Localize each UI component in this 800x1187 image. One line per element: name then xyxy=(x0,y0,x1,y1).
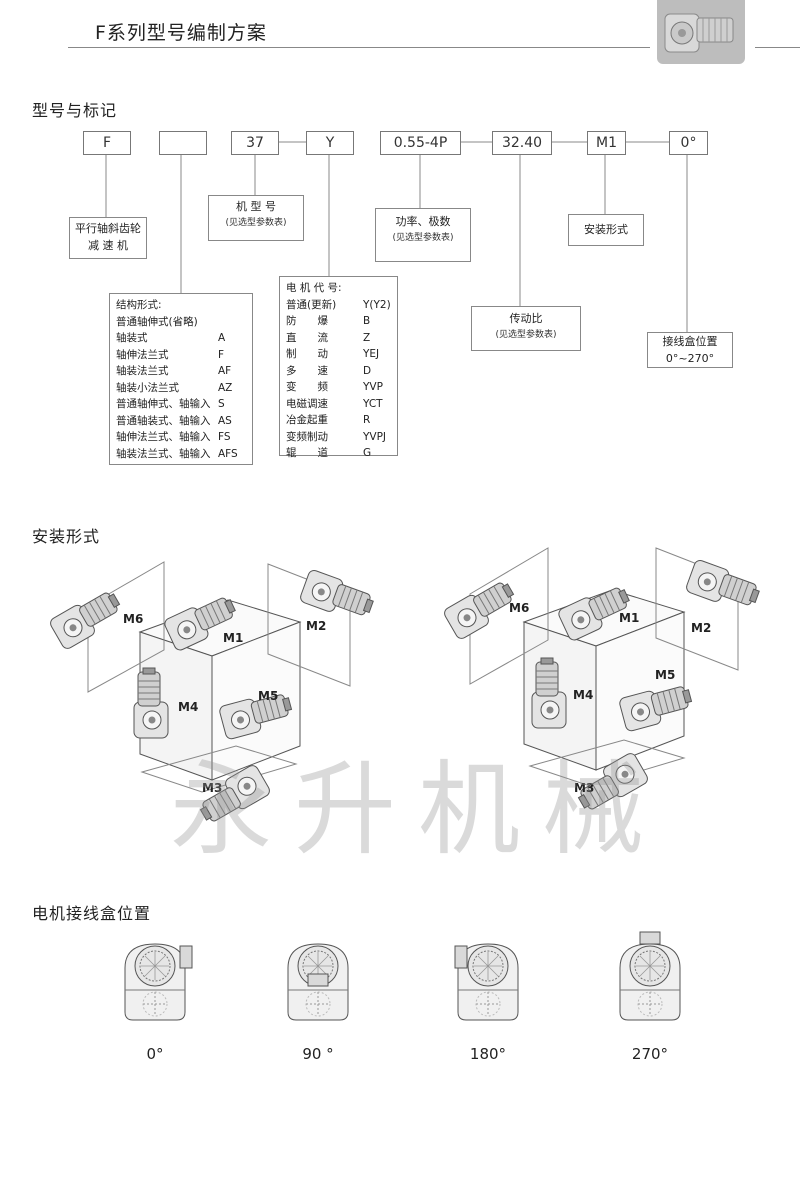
mount-label-m3-right: M3 xyxy=(574,781,595,795)
power-label: 功率、极数 (见选型参数表) xyxy=(375,208,471,262)
mount-label-m6-right: M6 xyxy=(509,601,530,615)
motor-list-title: 电 机 代 号: xyxy=(286,282,342,294)
terminal-label: 接线盒位置 0°~270° xyxy=(647,332,733,368)
angle-label-180: 180° xyxy=(469,1045,507,1063)
terminal-box-diagram xyxy=(124,931,681,1021)
code-box-motor: Y xyxy=(306,131,354,155)
terminal-position-270 xyxy=(619,931,681,1021)
terminal-label-line2: 0°~270° xyxy=(665,352,715,365)
section-title-terminal: 电机接线盒位置 xyxy=(32,904,152,923)
code-box-mounting: M1 xyxy=(587,131,626,155)
title-divider xyxy=(68,47,650,48)
reducer-thumbnail xyxy=(657,0,745,64)
section-title-model: 型号与标记 xyxy=(32,101,118,120)
terminal-position-0 xyxy=(124,943,193,1021)
list-item: 普通轴伸式(省略) xyxy=(116,315,198,328)
terminal-position-180 xyxy=(454,943,519,1021)
angle-label-90: 90 ° xyxy=(302,1045,334,1063)
code-box-power: 0.55-4P xyxy=(380,131,461,155)
watermark: 永升机械 xyxy=(170,751,666,870)
code-box-terminal: 0° xyxy=(669,131,708,155)
model-connector-lines xyxy=(105,141,688,332)
code-box-frame: 37 xyxy=(231,131,279,155)
terminal-label-line1: 接线盒位置 xyxy=(662,335,718,348)
mount-label: 安装形式 xyxy=(568,214,644,246)
mount-label-m6-left: M6 xyxy=(123,612,144,626)
mount-label-m5-right: M5 xyxy=(655,668,676,682)
mount-label-m1-left: M1 xyxy=(223,631,244,645)
mount-label-m4-right: M4 xyxy=(573,688,594,702)
section-title-mounting: 安装形式 xyxy=(32,527,101,546)
mount-label-m3-left: M3 xyxy=(202,781,223,795)
mount-label-m1-right: M1 xyxy=(619,611,640,625)
code-box-ratio: 32.40 xyxy=(492,131,552,155)
mount-label-m5-left: M5 xyxy=(258,689,279,703)
power-label-main: 功率、极数 xyxy=(395,215,451,228)
power-label-sub: (见选型参数表) xyxy=(392,233,454,243)
ratio-label: 传动比 (见选型参数表) xyxy=(471,306,581,351)
structure-list-title: 结构形式: xyxy=(116,299,162,311)
frame-label-sub: (见选型参数表) xyxy=(225,218,287,228)
frame-label: 机 型 号 (见选型参数表) xyxy=(208,195,304,241)
reducer-label-line2: 减 速 机 xyxy=(88,239,128,252)
page-title: F系列型号编制方案 xyxy=(95,22,267,44)
ratio-label-sub: (见选型参数表) xyxy=(495,330,557,340)
frame-label-main: 机 型 号 xyxy=(236,200,276,213)
ratio-label-main: 传动比 xyxy=(509,312,543,325)
terminal-position-90 xyxy=(287,943,349,1021)
code-box-series: F xyxy=(83,131,131,155)
angle-label-0: 0° xyxy=(146,1045,164,1063)
gear-reducer-icon xyxy=(664,13,734,53)
mount-label-m2-left: M2 xyxy=(306,619,327,633)
angle-label-270: 270° xyxy=(631,1045,669,1063)
mount-label-m4-left: M4 xyxy=(178,700,199,714)
title-divider-right xyxy=(755,47,800,48)
code-box-structure xyxy=(159,131,207,155)
mount-label-m2-right: M2 xyxy=(691,621,712,635)
reducer-label: 平行轴斜齿轮 减 速 机 xyxy=(69,217,147,259)
mounting-positions-diagram xyxy=(47,547,763,829)
list-item: 普通(更新)Y(Y2) xyxy=(286,298,391,311)
reducer-label-line1: 平行轴斜齿轮 xyxy=(75,222,141,235)
